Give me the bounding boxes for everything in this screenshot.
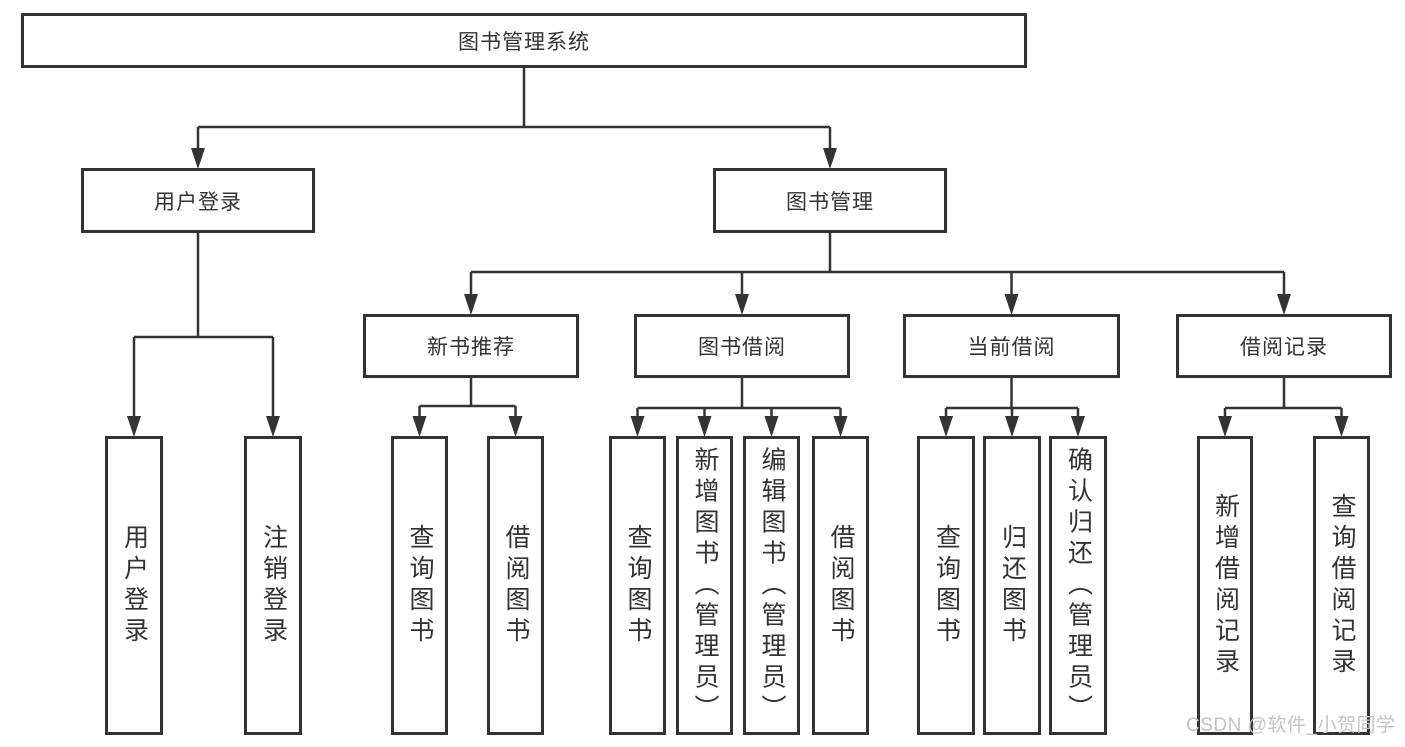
arrowhead-icon — [630, 416, 645, 437]
node-n-borrow: 借阅图书 — [487, 436, 544, 735]
node-label-r-add: 新增借阅记录 — [1211, 492, 1240, 679]
node-label-current: 当前借阅 — [967, 336, 1056, 359]
arrowhead-icon — [191, 148, 205, 169]
node-label-b-query: 查询图书 — [624, 523, 652, 648]
node-c-query: 查询图书 — [917, 436, 975, 735]
node-label-login-do: 用户登录 — [120, 523, 149, 648]
arrowhead-icon — [735, 294, 749, 315]
node-b-borrow: 借阅图书 — [812, 436, 869, 735]
node-c-return: 归还图书 — [983, 436, 1041, 735]
node-label-borrow: 图书借阅 — [698, 336, 786, 359]
node-newrec: 新书推荐 — [363, 314, 579, 378]
arrowhead-icon — [127, 416, 141, 437]
node-manage: 图书管理 — [713, 168, 947, 233]
arrowhead-icon — [764, 416, 779, 437]
node-record: 借阅记录 — [1176, 314, 1392, 378]
node-label-root: 图书管理系统 — [458, 30, 590, 54]
node-logout: 注销登录 — [244, 436, 302, 735]
node-label-n-query: 查询图书 — [406, 523, 434, 648]
arrowhead-icon — [1071, 416, 1085, 437]
watermark-text: CSDN @软件_小贺同学 — [1186, 715, 1396, 736]
arrowhead-icon — [1004, 294, 1019, 315]
arrowhead-icon — [1334, 416, 1349, 437]
arrowhead-icon — [464, 294, 478, 315]
node-r-query: 查询借阅记录 — [1313, 436, 1370, 735]
node-label-c-confirm: 确认归还（管理员） — [1064, 446, 1093, 725]
node-label-manage: 图书管理 — [786, 190, 874, 214]
node-label-c-return: 归还图书 — [998, 523, 1027, 648]
arrowhead-icon — [939, 416, 953, 437]
arrowhead-icon — [823, 148, 837, 169]
node-label-record: 借阅记录 — [1240, 336, 1328, 359]
node-label-n-borrow: 借阅图书 — [502, 523, 530, 648]
node-label-b-add: 新增图书（管理员） — [691, 446, 719, 725]
node-label-c-query: 查询图书 — [932, 523, 961, 648]
arrowhead-icon — [412, 416, 427, 437]
arrowhead-icon — [833, 416, 848, 437]
node-r-add: 新增借阅记录 — [1197, 436, 1253, 735]
node-login: 用户登录 — [81, 168, 315, 233]
node-b-edit: 编辑图书（管理员） — [743, 436, 800, 735]
arrowhead-icon — [266, 416, 280, 437]
node-current: 当前借阅 — [903, 314, 1120, 378]
node-label-b-borrow: 借阅图书 — [827, 523, 855, 648]
arrowhead-icon — [697, 416, 712, 437]
node-c-confirm: 确认归还（管理员） — [1049, 436, 1107, 735]
node-label-logout: 注销登录 — [259, 523, 288, 648]
arrowhead-icon — [1277, 294, 1291, 315]
arrowhead-icon — [1005, 416, 1019, 437]
node-root: 图书管理系统 — [21, 13, 1027, 68]
arrowhead-icon — [508, 416, 523, 437]
node-b-add: 新增图书（管理员） — [676, 436, 733, 735]
node-label-b-edit: 编辑图书（管理员） — [758, 446, 786, 725]
node-b-query: 查询图书 — [609, 436, 666, 735]
node-borrow: 图书借阅 — [634, 314, 850, 378]
node-label-r-query: 查询借阅记录 — [1328, 492, 1356, 679]
node-n-query: 查询图书 — [391, 436, 448, 735]
node-login-do: 用户登录 — [105, 436, 163, 735]
node-label-login: 用户登录 — [154, 190, 242, 214]
node-label-newrec: 新书推荐 — [427, 336, 515, 359]
arrowhead-icon — [1218, 416, 1232, 437]
